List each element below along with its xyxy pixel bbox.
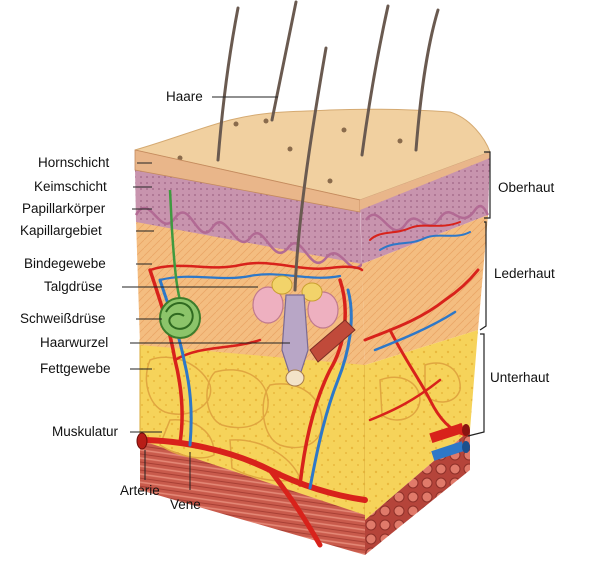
- front-face: [134, 149, 366, 555]
- label-oberhaut: Oberhaut: [498, 180, 555, 195]
- label-haare: Haare: [166, 89, 203, 104]
- sebaceous-glands: [252, 275, 339, 329]
- hair-follicle: [281, 294, 356, 387]
- label-hornschicht: Hornschicht: [38, 155, 110, 170]
- label-muskulatur: Muskulatur: [52, 424, 119, 439]
- label-kapillargebiet: Kapillargebiet: [20, 223, 102, 238]
- label-papillarkoerper: Papillarkörper: [22, 201, 106, 216]
- sweat-gland: [159, 189, 201, 339]
- side-face: [360, 152, 490, 555]
- label-arterie: Arterie: [120, 483, 160, 498]
- vessel-openings: [136, 422, 470, 461]
- label-schweissdruese: Schweißdrüse: [20, 311, 106, 326]
- label-keimschicht: Keimschicht: [34, 179, 107, 194]
- label-haarwurzel: Haarwurzel: [40, 335, 109, 350]
- label-talgdruese: Talgdrüse: [44, 279, 103, 294]
- hairs: [216, 0, 440, 292]
- skin-surface-top: [134, 108, 491, 201]
- leader-lines: [122, 96, 290, 490]
- label-lederhaut: Lederhaut: [494, 266, 555, 281]
- layer-brackets: [467, 151, 491, 437]
- label-bindegewebe: Bindegewebe: [24, 256, 106, 271]
- label-unterhaut: Unterhaut: [490, 370, 550, 385]
- label-fettgewebe: Fettgewebe: [40, 361, 111, 376]
- label-vene: Vene: [170, 497, 201, 512]
